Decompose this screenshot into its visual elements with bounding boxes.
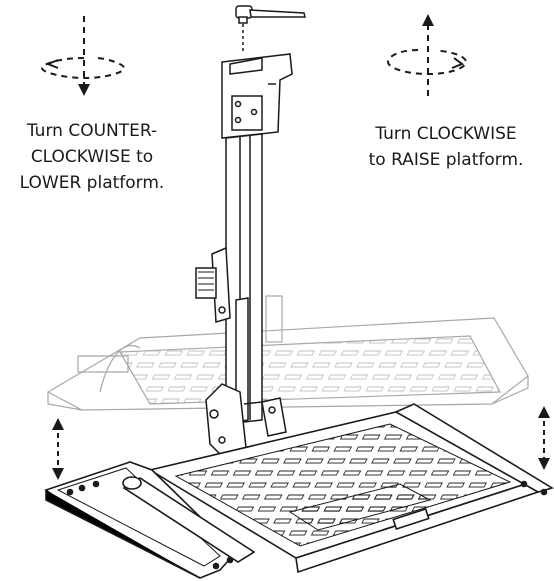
lowered-platform (44, 403, 554, 579)
instruction-line: Turn COUNTER- (26, 121, 158, 141)
counter-clockwise-rotation-icon (40, 16, 126, 96)
instruction-line: CLOCKWISE to (30, 147, 154, 167)
instruction-line: Turn CLOCKWISE (375, 124, 517, 144)
clockwise-instruction: Turn CLOCKWISE to RAISE platform. (352, 121, 540, 173)
counter-clockwise-instruction: Turn COUNTER- CLOCKWISE to LOWER platfor… (8, 118, 176, 196)
raised-platform-ghost (46, 295, 529, 411)
instruction-line: LOWER platform. (19, 173, 165, 193)
instruction-line: to RAISE platform. (368, 150, 524, 170)
ratchet-wrench-icon (235, 5, 306, 52)
lift-mast (195, 53, 293, 425)
clockwise-rotation-icon (386, 14, 468, 96)
